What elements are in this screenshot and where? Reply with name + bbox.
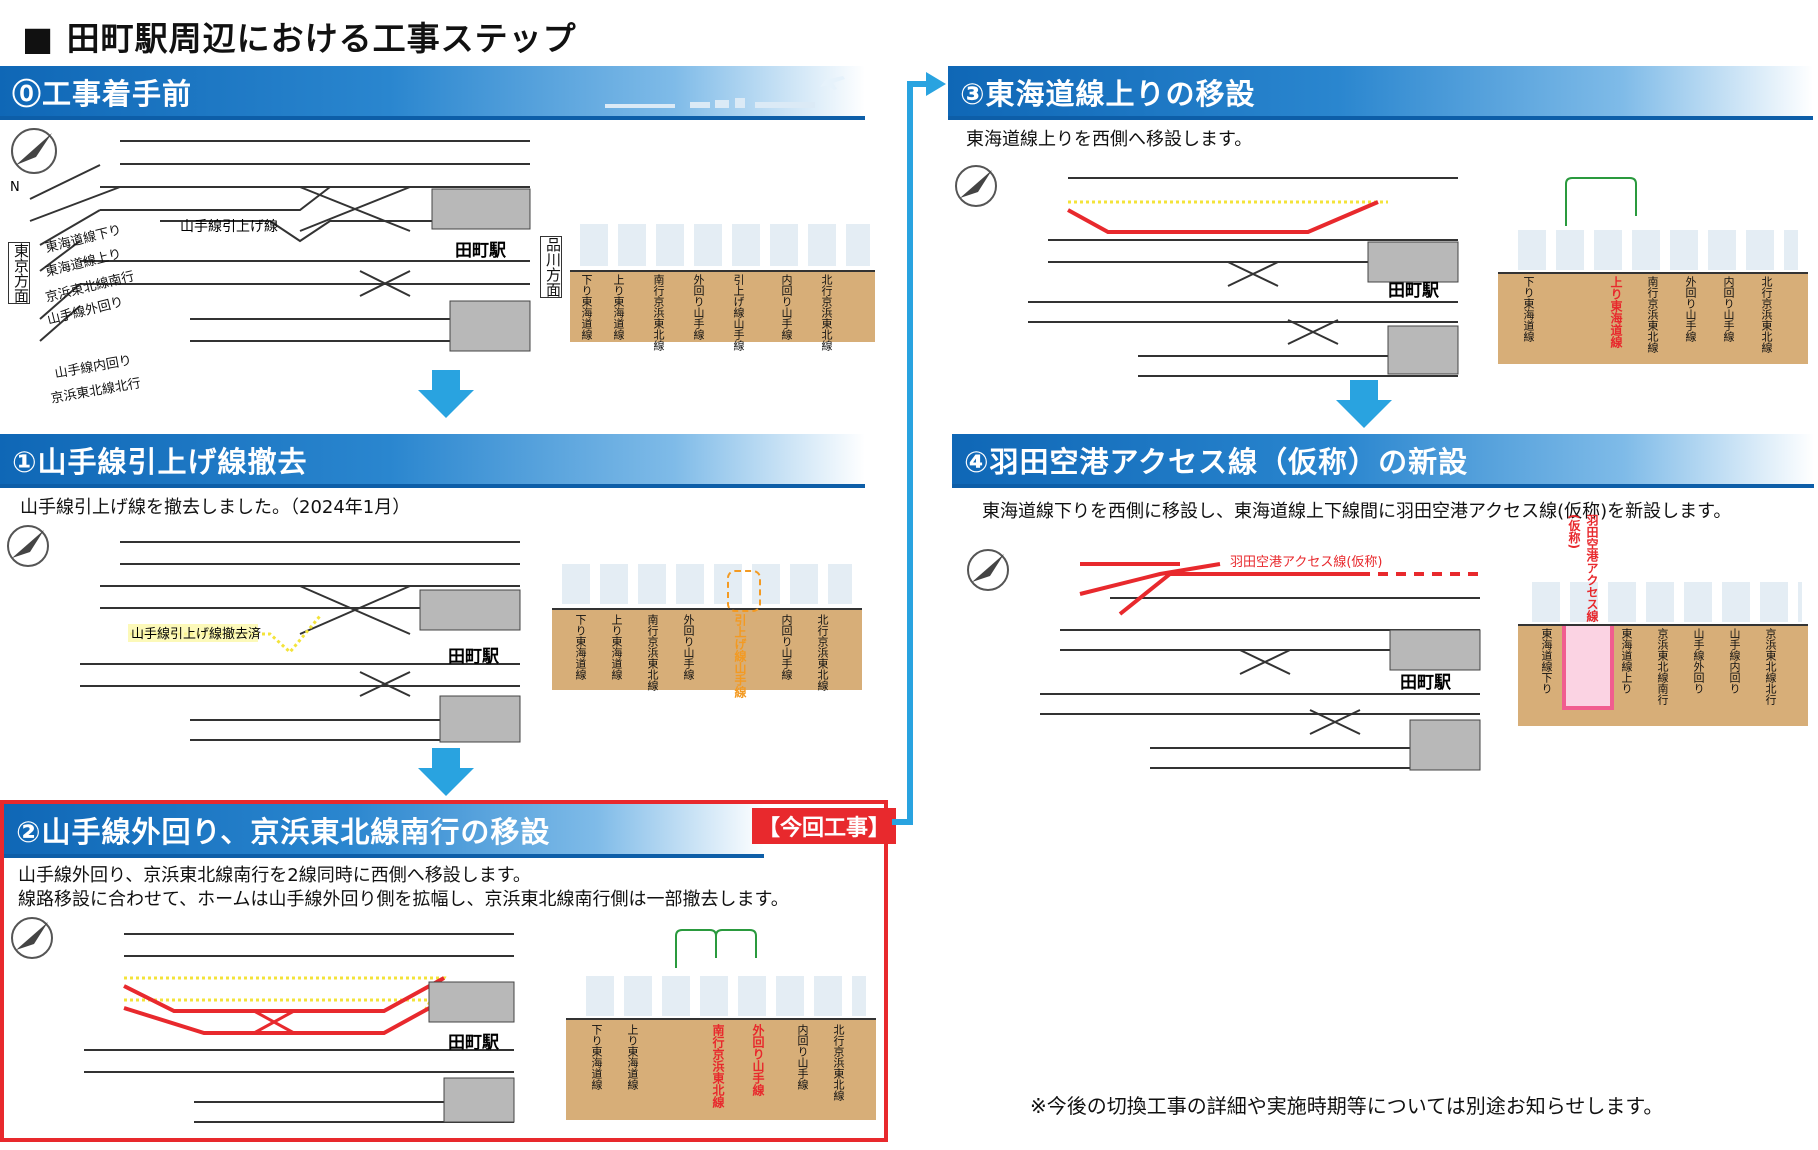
- step-4-section: 羽田空港アクセス線 (仮称) 東海道線下り 東海道線上り 京浜東北線南行 山手線…: [1518, 514, 1808, 744]
- step-4-description: 東海道線下りを西側に移設し、東海道線上下線間に羽田空港アクセス線(仮称)を新設し…: [982, 501, 1732, 522]
- section-label: 外回り山手線: [682, 614, 695, 680]
- section-label: 京浜東北線南行: [1656, 628, 1669, 705]
- section-label: 北行京浜東北線: [816, 614, 829, 691]
- station-label: 田町駅: [1400, 673, 1452, 693]
- step-0-panel: ⓪工事着手前 N 山手線引上げ線 田町駅 東海道線: [0, 66, 880, 407]
- step-4-track-diagram: 羽田空港アクセス線(仮称) 田町駅: [967, 549, 1481, 771]
- move-arrow-icon: [1565, 177, 1637, 226]
- down-arrow-icon: [1336, 380, 1392, 428]
- section-label: 北行京浜東北線: [820, 274, 833, 351]
- compass-icon: [11, 917, 53, 959]
- step-1-description: 山手線引上げ線を撤去しました。（2024年1月）: [20, 497, 411, 518]
- step-2-description-line-2: 線路移設に合わせて、ホームは山手線外回り側を拡幅し、京浜東北線南行側は一部撤去し…: [18, 889, 789, 910]
- step-4-banner: ④羽田空港アクセス線（仮称）の新設: [952, 434, 1814, 488]
- step-3-panel: ③東海道線上りの移設 東海道線上りを西側へ移設します。 田町駅 下り東海道線 上…: [948, 66, 1816, 396]
- section-label: 上り東海道線: [1609, 276, 1623, 348]
- section-label: 外回り山手線: [751, 1024, 765, 1096]
- station-label: 田町駅: [448, 1033, 500, 1053]
- step-1-title: ①山手線引上げ線撤去: [12, 445, 308, 479]
- shinagawa-direction-label: 品川方面: [540, 236, 562, 298]
- compass-icon: [967, 549, 1009, 591]
- section-label: 内回り山手線: [796, 1024, 809, 1090]
- step-0-section: 下り東海道線 上り東海道線 南行京浜東北線 外回り山手線 引上げ線山手線 内回り…: [570, 196, 875, 366]
- section-label: 上り東海道線: [612, 274, 625, 340]
- section-label: 北行京浜東北線: [832, 1024, 845, 1101]
- compass-icon: [7, 525, 49, 567]
- access-note-label: (仮称): [1567, 514, 1581, 549]
- step-3-title: ③東海道線上りの移設: [960, 77, 1256, 111]
- tokyo-direction-label: 東京方面: [8, 242, 30, 304]
- station-label: 田町駅: [455, 241, 507, 261]
- section-label: 南行京浜東北線: [646, 614, 659, 691]
- step-1-section: 下り東海道線 上り東海道線 南行京浜東北線 外回り山手線 引上げ線山手線 内回り…: [552, 544, 862, 698]
- section-label: 下り東海道線: [580, 274, 593, 340]
- step-3-section: 下り東海道線 上り東海道線 南行京浜東北線 外回り山手線 内回り山手線 北行京浜…: [1498, 176, 1808, 376]
- step-1-panel: ①山手線引上げ線撤去 山手線引上げ線を撤去しました。（2024年1月） 山手線引…: [0, 434, 880, 744]
- section-label: 上り東海道線: [626, 1024, 639, 1090]
- section-label: 南行京浜東北線: [652, 274, 665, 351]
- compass-icon: N: [10, 128, 57, 195]
- section-label: 北行京浜東北線: [1760, 276, 1773, 353]
- step-0-banner: ⓪工事着手前: [0, 66, 865, 120]
- step-2-panel: ②山手線外回り、京浜東北線南行の移設 【今回工事】 山手線外回り、京浜東北線南行…: [0, 800, 897, 1142]
- section-label: 南行京浜東北線: [711, 1024, 725, 1108]
- north-label: N: [10, 180, 20, 195]
- step-3-track-diagram: 田町駅: [955, 165, 1459, 377]
- section-label: 上り東海道線: [610, 614, 623, 680]
- section-label: 引上げ線山手線: [732, 274, 745, 351]
- section-label: 内回り山手線: [780, 274, 793, 340]
- section-label: 山手線内回り: [1728, 628, 1741, 694]
- step-0-title: ⓪工事着手前: [12, 77, 193, 111]
- page-title: ■ 田町駅周辺における工事ステップ: [22, 19, 577, 58]
- step-3-description: 東海道線上りを西側へ移設します。: [966, 129, 1253, 150]
- step-2-description-line-1: 山手線外回り、京浜東北線南行を2線同時に西側へ移設します。: [18, 865, 531, 886]
- section-label: 京浜東北線北行: [1764, 628, 1777, 705]
- section-label: 内回り山手線: [780, 614, 793, 680]
- step-3-banner: ③東海道線上りの移設: [948, 66, 1813, 120]
- down-arrow-icon: [418, 748, 474, 796]
- section-label: 南行京浜東北線: [1646, 276, 1659, 353]
- step-2-track-diagram: 田町駅: [11, 917, 515, 1123]
- current-work-badge: 【今回工事】: [752, 808, 897, 844]
- step-1-track-diagram: 山手線引上げ線撤去済 田町駅: [7, 525, 521, 743]
- access-vertical-label: 羽田空港アクセス線: [1585, 514, 1599, 622]
- station-label: 田町駅: [448, 647, 500, 667]
- step-4-title: ④羽田空港アクセス線（仮称）の新設: [964, 445, 1469, 479]
- section-label: 東海道線上り: [1620, 628, 1633, 694]
- step-0-track-diagram: N 山手線引上げ線 田町駅: [10, 128, 531, 352]
- down-arrow-icon: [418, 370, 474, 418]
- section-label: 外回り山手線: [1684, 276, 1697, 342]
- section-label: 東海道線下り: [1540, 628, 1553, 694]
- move-arrow-icon: [675, 929, 757, 968]
- section-label: 下り東海道線: [574, 614, 587, 680]
- section-label: 山手線外回り: [1692, 628, 1705, 694]
- step-2-banner: ②山手線外回り、京浜東北線南行の移設: [4, 804, 764, 858]
- section-label: 引上げ線山手線: [733, 614, 747, 698]
- step-2-title: ②山手線外回り、京浜東北線南行の移設: [16, 815, 551, 849]
- step-1-banner: ①山手線引上げ線撤去: [0, 434, 865, 488]
- siding-label: 山手線引上げ線: [180, 219, 278, 235]
- track-label-list: 東海道線下り 東海道線上り 京浜東北線南行 山手線外回り 山手線内回り 京浜東北…: [40, 216, 200, 416]
- section-label: 内回り山手線: [1722, 276, 1735, 342]
- footnote: ※今後の切換工事の詳細や実施時期等については別途お知らせします。: [1030, 1094, 1664, 1118]
- plane-icon: [605, 76, 845, 108]
- step-2-section: 下り東海道線 上り東海道線 南行京浜東北線 外回り山手線 内回り山手線 北行京浜…: [566, 928, 876, 1128]
- station-label: 田町駅: [1388, 281, 1440, 301]
- section-label: 下り東海道線: [1522, 276, 1535, 342]
- flow-connector-arrow: [892, 72, 946, 825]
- siding-removed-label: 山手線引上げ線撤去済: [131, 626, 261, 642]
- section-label: 外回り山手線: [692, 274, 705, 340]
- compass-icon: [955, 165, 997, 207]
- step-4-panel: ④羽田空港アクセス線（仮称）の新設 東海道線下りを西側に移設し、東海道線上下線間…: [952, 434, 1816, 794]
- section-label: 下り東海道線: [590, 1024, 603, 1090]
- access-line-label: 羽田空港アクセス線(仮称): [1230, 554, 1383, 570]
